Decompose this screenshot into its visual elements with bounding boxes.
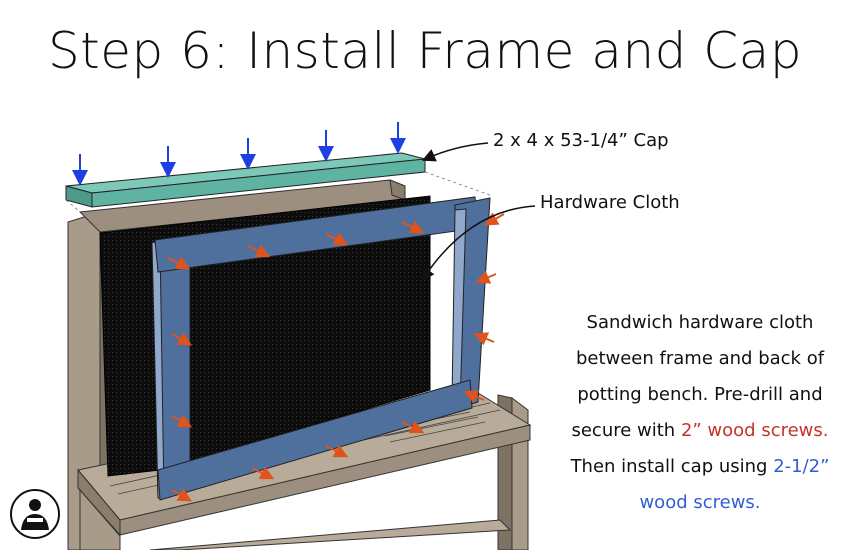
screw-arrow-icon xyxy=(401,420,425,434)
cap-callout-line xyxy=(421,142,489,162)
screw-arrow-icon xyxy=(167,256,191,270)
instructions-text: Sandwich hardware cloth between frame an… xyxy=(560,305,840,521)
screw-arrow-icon xyxy=(171,488,193,502)
screw-arrow-icon xyxy=(247,244,271,258)
cloth-callout-line xyxy=(421,205,536,282)
screw-spec-2in: 2” wood screws. xyxy=(680,420,829,441)
hardware-cloth-label: Hardware Cloth xyxy=(540,192,680,213)
frame xyxy=(151,196,491,501)
cap-screw-arrows xyxy=(72,122,406,186)
instructions-part1: Sandwich hardware cloth between frame an… xyxy=(571,312,825,441)
screw-arrow-icon xyxy=(483,212,505,226)
screw-arrow-icon xyxy=(475,270,497,284)
frame-screw-arrows xyxy=(167,212,505,502)
screw-arrow-icon xyxy=(251,466,275,480)
screw-arrow-icon xyxy=(325,232,349,246)
screw-arrow-icon xyxy=(171,414,193,428)
screw-spec-2-5in: 2-1/2” wood screws. xyxy=(639,456,830,513)
screw-arrow-icon xyxy=(171,332,193,346)
screw-arrow-icon xyxy=(463,390,485,404)
screw-arrow-icon xyxy=(473,332,495,346)
page-title: Step 6: Install Frame and Cap xyxy=(47,22,803,80)
instructions-part2: Then install cap using xyxy=(570,456,774,477)
cap-label: 2 x 4 x 53-1/4” Cap xyxy=(493,130,669,151)
screw-arrow-icon xyxy=(401,220,425,234)
cap-board xyxy=(65,152,491,213)
screw-arrow-icon xyxy=(325,444,349,458)
logo-icon xyxy=(10,489,60,539)
